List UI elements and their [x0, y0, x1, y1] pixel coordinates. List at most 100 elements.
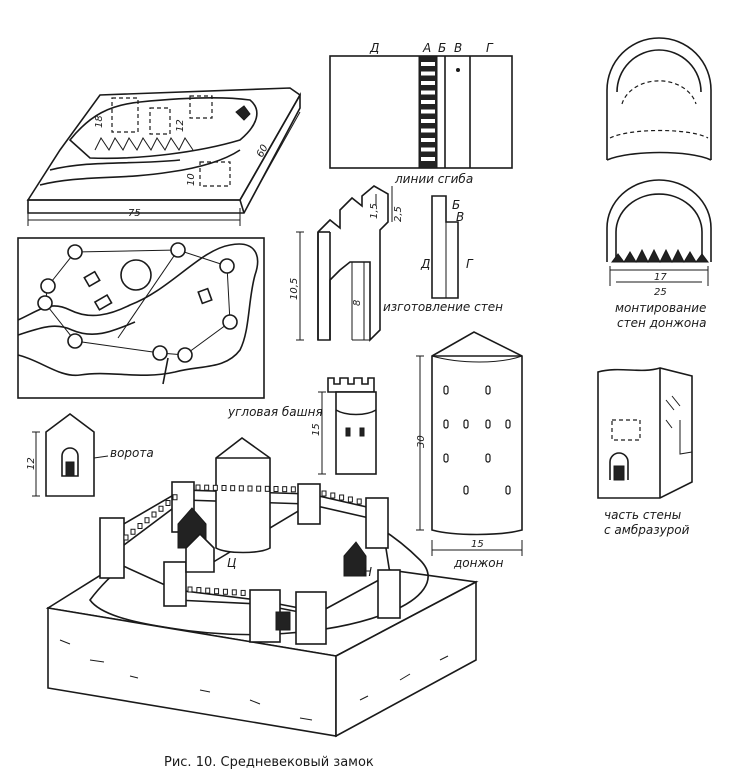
wall-letter-b: Б [452, 198, 460, 212]
castle-merlon [240, 589, 246, 596]
castle-merlon [214, 588, 220, 595]
castle-merlon [356, 498, 362, 505]
castle-merlon [282, 486, 288, 493]
fold-stripe [421, 81, 435, 85]
castle-merlon [144, 517, 150, 524]
donjon-window [505, 419, 511, 429]
castle-merlon [165, 500, 171, 506]
donjon-window [443, 385, 449, 395]
castle-merlon [187, 586, 193, 593]
wall-letter-v: В [456, 210, 464, 224]
donjon-arch-top [606, 37, 712, 161]
castle-label-n: Н [363, 565, 372, 579]
castle-merlon [330, 492, 336, 499]
fold-stripe [421, 90, 435, 95]
corner-tower-label: угловая башня [227, 405, 323, 419]
donjon-arch-mounting [606, 179, 712, 286]
fold-stripe [421, 138, 435, 142]
terrain-dim-75: 75 [128, 208, 141, 219]
castle-merlon [339, 494, 345, 501]
donjon-window [485, 385, 491, 395]
castle-merlon [195, 484, 201, 491]
donjon-window [463, 419, 469, 429]
castle-merlon [130, 528, 136, 535]
castle-merlon [205, 587, 211, 594]
fold-letter-d: Д [369, 41, 379, 55]
castle-merlon [212, 484, 218, 491]
castle-merlon [247, 485, 253, 492]
donjon-window [443, 419, 449, 429]
donjon-dim-height: 30 [416, 435, 427, 448]
terrain-base-drawing [26, 87, 302, 226]
assembled-castle-drawing [45, 437, 479, 738]
fold-stripe [421, 71, 435, 76]
fold-stripe [421, 62, 435, 66]
gate-label: ворота [110, 446, 154, 460]
castle-merlon [238, 485, 244, 492]
donjon-window [485, 419, 491, 429]
fold-stripe [421, 147, 435, 152]
fold-letter-v: В [454, 41, 462, 55]
corner-tower-drawing [318, 377, 377, 475]
wall-caption: изготовление стен [383, 300, 503, 314]
gate-drawing [32, 413, 109, 497]
castle-floor-plan [17, 237, 265, 399]
castle-merlon [264, 485, 270, 492]
wall-letter-d: Д [420, 257, 430, 271]
castle-merlon [347, 496, 353, 503]
castle-merlon [172, 494, 178, 501]
castle-merlon [151, 511, 157, 518]
fold-letter-g: Г [486, 41, 494, 55]
fold-letter-b: Б [438, 41, 446, 55]
terrain-dim-12: 12 [175, 119, 186, 132]
donjon-window [485, 453, 491, 463]
mounting-caption-1: монтирование [615, 301, 706, 315]
fold-stripe [421, 109, 435, 114]
donjon-window [463, 485, 469, 495]
castle-merlon [123, 534, 129, 541]
donjon-window [505, 485, 511, 495]
castle-merlon [222, 588, 228, 595]
mounting-dim-25: 25 [654, 287, 667, 298]
fold-stripe [421, 119, 435, 123]
figure-caption: Рис. 10. Средневековый замок [164, 755, 374, 770]
fold-caption: линии сгиба [394, 172, 473, 186]
wall-part-caption-2: с амбразурой [604, 523, 690, 537]
wall-dim-2-5: 2,5 [393, 206, 404, 222]
wall-dim-1-5: 1,5 [369, 203, 380, 219]
wall-dim-10-5: 10,5 [289, 278, 300, 300]
gate-dim: 12 [26, 457, 37, 470]
castle-merlon [221, 485, 227, 491]
castle-merlon [321, 490, 327, 497]
castle-merlon [231, 589, 237, 596]
donjon-window [443, 453, 449, 463]
wall-letter-g: Г [466, 257, 474, 271]
castle-merlon [196, 587, 202, 594]
mounting-dim-17: 17 [654, 272, 667, 283]
castle-merlon [230, 485, 236, 492]
wall-part-caption-1: часть стены [604, 508, 681, 522]
terrain-dim-60: 60 [255, 143, 271, 159]
terrain-dim-10: 10 [186, 173, 197, 186]
donjon-drawing [416, 331, 523, 556]
corner-tower-dim: 15 [311, 423, 322, 436]
terrain-dim-18: 18 [94, 115, 105, 128]
fold-stripe [421, 157, 435, 161]
mounting-caption-2: стен донжона [617, 316, 706, 330]
wall-dim-8: 8 [352, 300, 363, 306]
fold-letter-a: А [422, 41, 431, 55]
castle-merlon [256, 485, 262, 492]
castle-merlon [273, 486, 279, 492]
donjon-label: донжон [453, 556, 504, 570]
wall-part-drawing [597, 367, 693, 499]
donjon-dim-width: 15 [471, 539, 484, 550]
castle-label-c: Ц [227, 556, 236, 570]
castle-merlon [158, 505, 164, 512]
fold-stripe [421, 128, 435, 133]
wall-making-drawing [296, 185, 459, 342]
castle-merlon [290, 486, 296, 493]
castle-merlon [204, 484, 210, 491]
castle-merlon [137, 523, 143, 529]
fold-stripe [421, 100, 435, 104]
